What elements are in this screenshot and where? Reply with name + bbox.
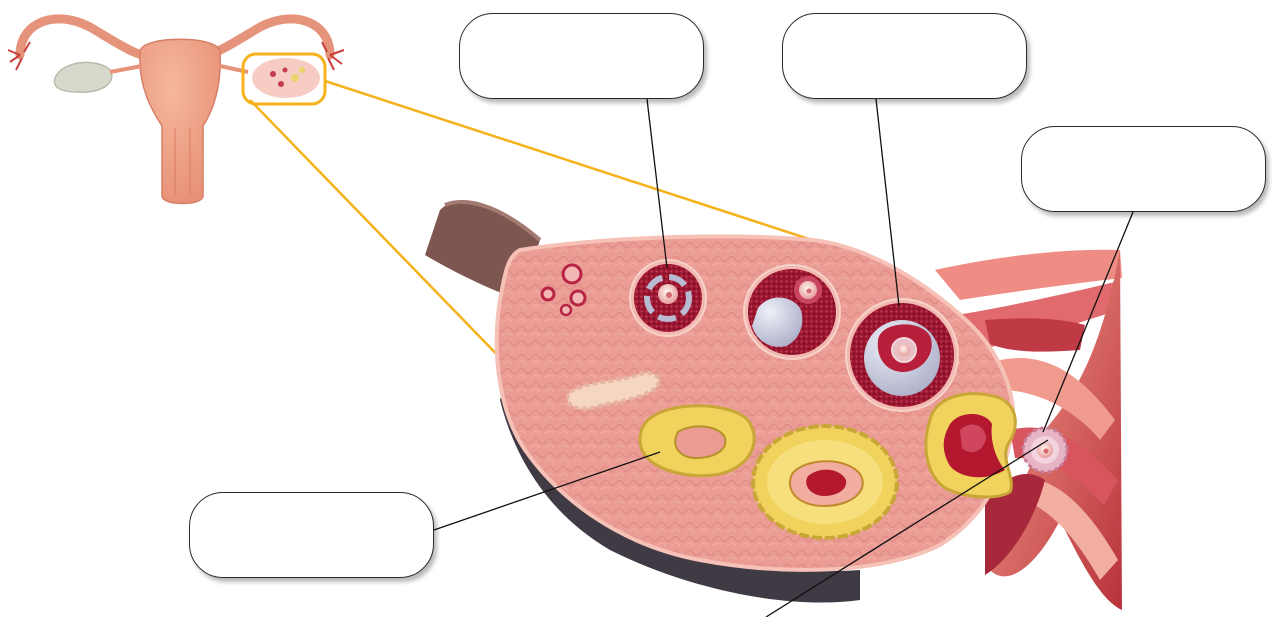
- corpus-luteum-mature: [753, 426, 897, 538]
- zoom-line-top: [325, 81, 812, 240]
- label-box-2[interactable]: [782, 13, 1027, 99]
- secondary-follicle: [744, 265, 840, 359]
- uterus-overview-illustration: [8, 19, 344, 204]
- primary-follicle: [630, 260, 706, 336]
- label-box-1[interactable]: [459, 13, 704, 99]
- label-box-4[interactable]: [189, 492, 434, 578]
- label-box-1-text: [460, 14, 703, 58]
- corpus-luteum-developing: [640, 406, 754, 476]
- label-box-2-text: [783, 14, 1026, 58]
- label-box-3-text: [1022, 127, 1265, 171]
- label-box-4-text: [190, 493, 433, 537]
- ovulated-oocyte: [1023, 428, 1067, 472]
- graafian-follicle: [846, 299, 958, 411]
- label-box-3[interactable]: [1021, 126, 1266, 212]
- ruptured-follicle: [926, 394, 1015, 497]
